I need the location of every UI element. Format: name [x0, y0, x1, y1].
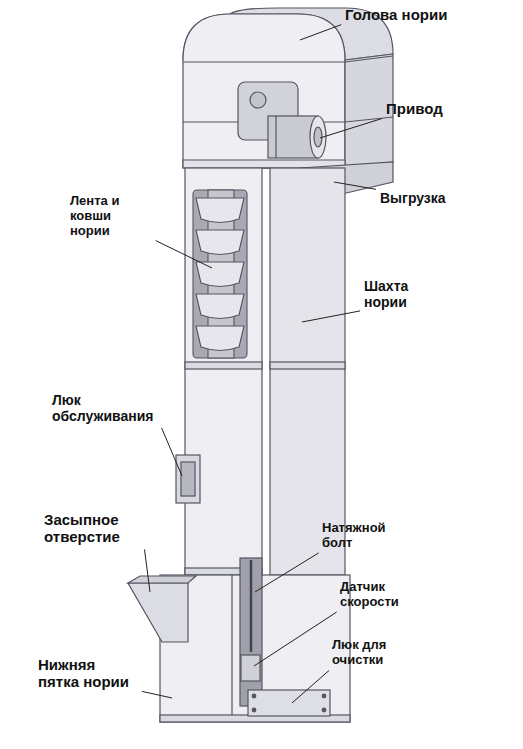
part-label: Нижняя пятка нории — [38, 656, 138, 691]
leader-line — [292, 671, 329, 703]
leader-line — [320, 118, 382, 138]
leader-line — [255, 553, 319, 592]
part-label: Люк обслуживания — [52, 392, 160, 424]
bucket — [196, 294, 244, 319]
leader-line — [162, 428, 182, 476]
leader-line — [300, 25, 341, 40]
part-label: Шахта нории — [364, 278, 436, 310]
drive-unit — [238, 82, 326, 158]
part-label: Привод — [386, 100, 443, 117]
belt-and-buckets — [193, 190, 247, 358]
bucket — [196, 326, 244, 351]
leader-line — [142, 691, 172, 698]
service-hatch — [176, 455, 200, 503]
part-label: Голова нории — [345, 6, 447, 23]
leader-line — [334, 182, 376, 189]
elevator-head — [183, 8, 393, 168]
part-label: Лента и ковши нории — [70, 194, 152, 239]
leader-line — [145, 549, 150, 592]
elevator-shaft — [185, 168, 345, 575]
part-label: Датчик скорости — [340, 580, 422, 610]
bucket — [196, 230, 244, 255]
elevator-boot — [128, 558, 350, 722]
part-label: Выгрузка — [380, 190, 446, 206]
part-label: Люк для очистки — [332, 638, 414, 668]
part-label: Засыпное отверстие — [44, 511, 144, 546]
part-label: Натяжной болт — [322, 521, 404, 551]
bucket — [196, 198, 244, 223]
leader-line — [302, 311, 360, 322]
leader-line — [156, 241, 212, 268]
bucket — [196, 262, 244, 287]
leader-line — [254, 612, 337, 666]
